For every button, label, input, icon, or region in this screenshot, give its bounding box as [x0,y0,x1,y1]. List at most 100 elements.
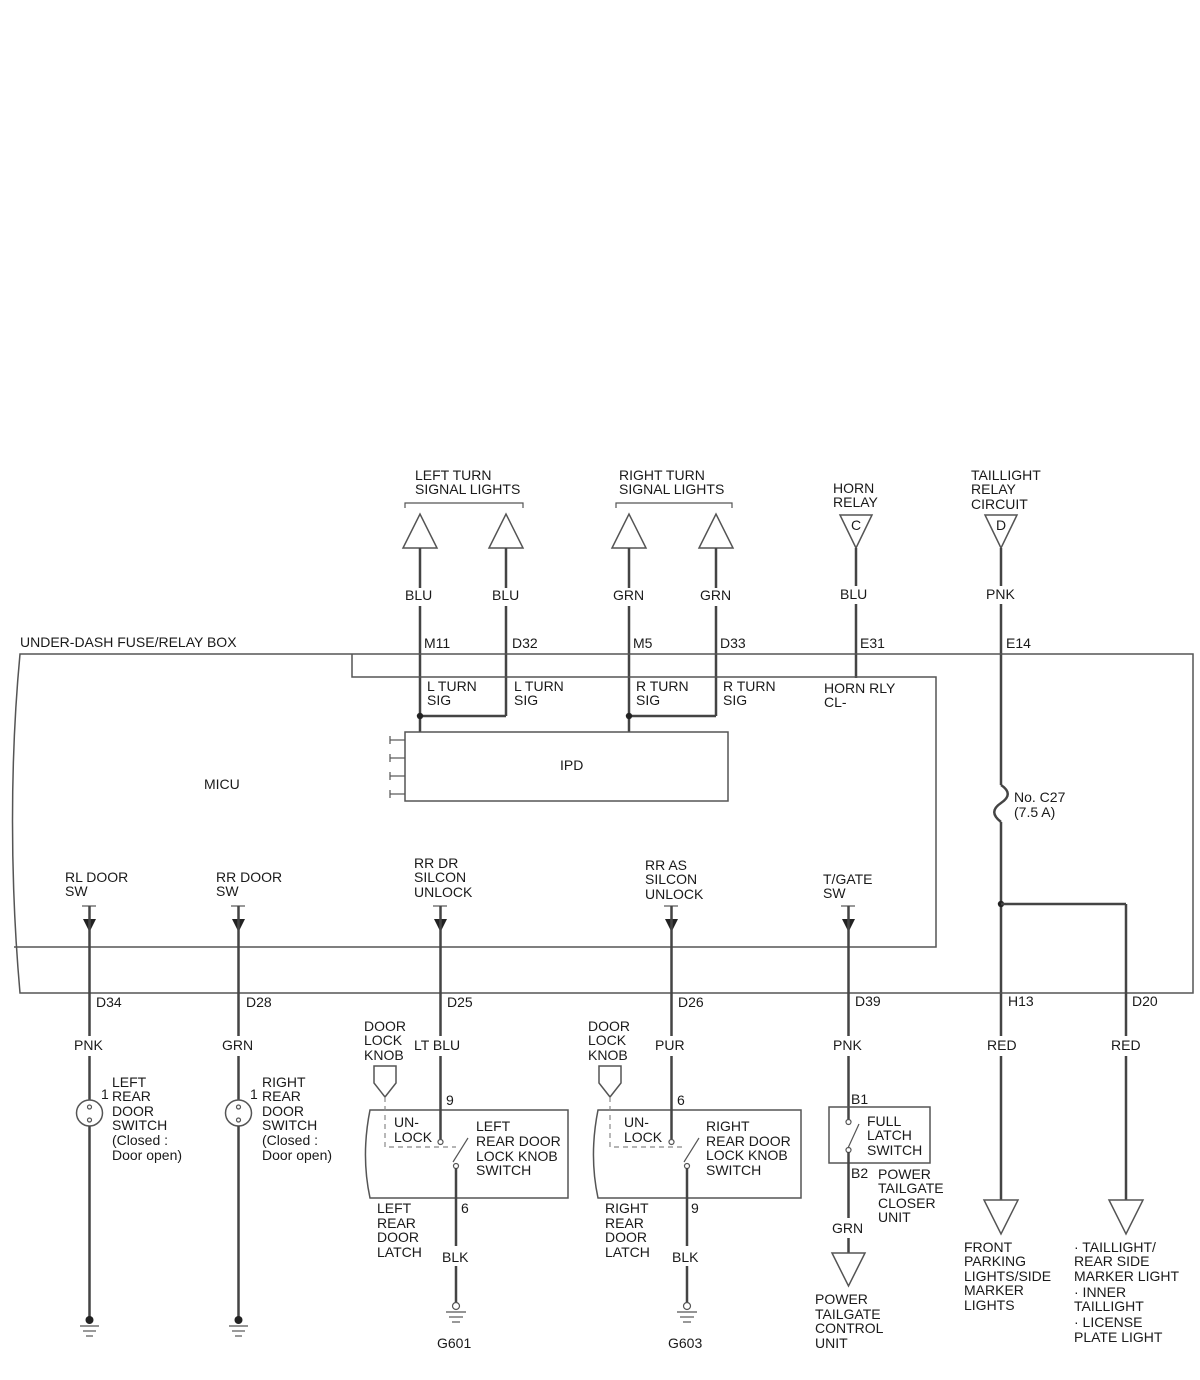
svg-text:· TAILLIGHT/: · TAILLIGHT/ [1074,1239,1156,1255]
svg-text:RELAY: RELAY [971,481,1017,497]
svg-text:LT BLU: LT BLU [414,1037,460,1053]
svg-text:RELAY: RELAY [833,494,879,510]
svg-text:MARKER LIGHT: MARKER LIGHT [1074,1268,1179,1284]
svg-text:TAILGATE: TAILGATE [878,1180,944,1196]
svg-text:GRN: GRN [700,587,731,603]
svg-text:TAILLIGHT: TAILLIGHT [1074,1298,1144,1314]
svg-text:RED: RED [987,1037,1017,1053]
taillight-relay-circuit-label: TAILLIGHT RELAY CIRCUIT [971,467,1041,512]
ipd-box [404,731,729,802]
svg-text:LATCH: LATCH [867,1127,912,1143]
svg-text:REAR: REAR [112,1088,151,1104]
svg-text:D26: D26 [678,994,704,1010]
front-parking-lights-label: FRONT PARKING LIGHTS/SIDE MARKER LIGHTS [964,1239,1051,1313]
under-dash-box-label: UNDER-DASH FUSE/RELAY BOX [20,634,237,650]
svg-text:SIGNAL LIGHTS: SIGNAL LIGHTS [415,481,520,497]
svg-text:D33: D33 [720,635,746,651]
taillight-relay-letter: D [996,517,1006,533]
tailgate-pin-bottom: B2 [851,1165,868,1181]
taillight-relay-connector-icon [983,514,1019,550]
svg-text:SW: SW [65,883,88,899]
svg-text:L TURN: L TURN [427,678,477,694]
svg-text:· LICENSE: · LICENSE [1074,1314,1142,1330]
svg-text:SILCON: SILCON [414,869,466,885]
svg-text:SILCON: SILCON [645,871,697,887]
right-ground-label: G603 [668,1335,702,1351]
svg-text:SWITCH: SWITCH [867,1142,922,1158]
svg-text:PNK: PNK [74,1037,103,1053]
svg-text:CIRCUIT: CIRCUIT [971,496,1028,512]
left-turn-signal-lights-label: LEFT TURN SIGNAL LIGHTS [404,467,524,508]
svg-text:REAR: REAR [262,1088,301,1104]
svg-text:UNLOCK: UNLOCK [645,886,704,902]
svg-text:LEFT: LEFT [377,1200,412,1216]
left-rear-door-latch-box [364,1109,569,1199]
svg-text:LATCH: LATCH [605,1244,650,1260]
full-latch-switch-label: FULL LATCH SWITCH [867,1113,922,1158]
right-latch-ground-color: BLK [672,1249,699,1265]
right-rear-door-switch-label: RIGHT REAR DOOR SWITCH (Closed : Door op… [262,1074,332,1163]
taillight-output-connector-icon [1107,1199,1145,1236]
svg-text:No. C27: No. C27 [1014,789,1066,805]
full-latch-switch-box [828,1106,931,1164]
svg-text:BLU: BLU [840,586,867,602]
power-tailgate-closer-unit-label: POWER TAILGATE CLOSER UNIT [878,1166,944,1225]
svg-text:UN-: UN- [394,1114,419,1130]
svg-text:RED: RED [1111,1037,1141,1053]
svg-text:· INNER: · INNER [1074,1284,1126,1300]
tailgate-pin-top: B1 [851,1091,868,1107]
left-latch-pin-top: 9 [446,1092,454,1108]
taillight-output-label: · TAILLIGHT/ REAR SIDE MARKER LIGHT · IN… [1074,1239,1179,1345]
svg-text:L TURN: L TURN [514,678,564,694]
fuse-icon [993,783,1009,823]
svg-text:RIGHT: RIGHT [706,1118,750,1134]
junction-dot [416,712,424,720]
svg-text:GRN: GRN [222,1037,253,1053]
right-latch-pin-top: 6 [677,1092,685,1108]
top-wire-colors: BLU BLU GRN GRN BLU PNK [405,586,1015,603]
top-terminals: M11 D32 M5 D33 E31 E14 [424,635,1031,651]
ground-icon [677,1301,697,1323]
input-arrows [82,905,855,932]
svg-text:CL-: CL- [824,694,847,710]
left-lock-knob-switch-icon [452,1137,469,1163]
svg-text:GRN: GRN [613,587,644,603]
svg-text:(Closed :: (Closed : [112,1132,168,1148]
ipd-pins [389,736,405,798]
under-dash-fuse-relay-box [11,653,1194,994]
svg-text:PUR: PUR [655,1037,685,1053]
svg-text:SIG: SIG [514,692,538,708]
left-door-switch-pin: 1 [101,1086,109,1102]
svg-text:HORN: HORN [833,480,874,496]
svg-text:(7.5 A): (7.5 A) [1014,804,1055,820]
svg-text:PLATE LIGHT: PLATE LIGHT [1074,1329,1163,1345]
right-door-lock-knob-icon [598,1065,622,1099]
right-lock-knob-switch-icon [683,1137,700,1163]
svg-text:LOCK: LOCK [624,1129,663,1145]
svg-text:DOOR: DOOR [112,1103,154,1119]
svg-text:PNK: PNK [986,586,1015,602]
svg-text:DOOR: DOOR [605,1229,647,1245]
svg-text:REAR DOOR: REAR DOOR [476,1133,561,1149]
svg-text:(Closed :: (Closed : [262,1132,318,1148]
svg-text:RR DR: RR DR [414,855,458,871]
svg-text:Door open): Door open) [262,1147,332,1163]
full-latch-switch-icon [847,1123,860,1149]
svg-text:D34: D34 [96,994,122,1010]
micu-box [14,654,937,948]
micu-label: MICU [204,776,240,792]
svg-text:REAR: REAR [605,1215,644,1231]
svg-text:M11: M11 [424,635,450,651]
front-parking-connector-icon [982,1199,1020,1236]
left-rear-door-lock-knob-switch-label: LEFT REAR DOOR LOCK KNOB SWITCH [476,1118,561,1178]
left-latch-ground-color: BLK [442,1249,469,1265]
bottom-wire-colors: PNK GRN LT BLU PUR PNK RED RED [74,1037,1141,1053]
svg-text:LATCH: LATCH [377,1244,422,1260]
left-door-lock-knob-label: DOOR LOCK KNOB [364,1018,406,1063]
left-door-lock-knob-icon [373,1065,397,1099]
left-rear-door-switch-label: LEFT REAR DOOR SWITCH (Closed : Door ope… [112,1074,182,1163]
svg-text:SW: SW [216,883,239,899]
svg-text:POWER: POWER [815,1291,868,1307]
svg-text:SWITCH: SWITCH [112,1117,167,1133]
